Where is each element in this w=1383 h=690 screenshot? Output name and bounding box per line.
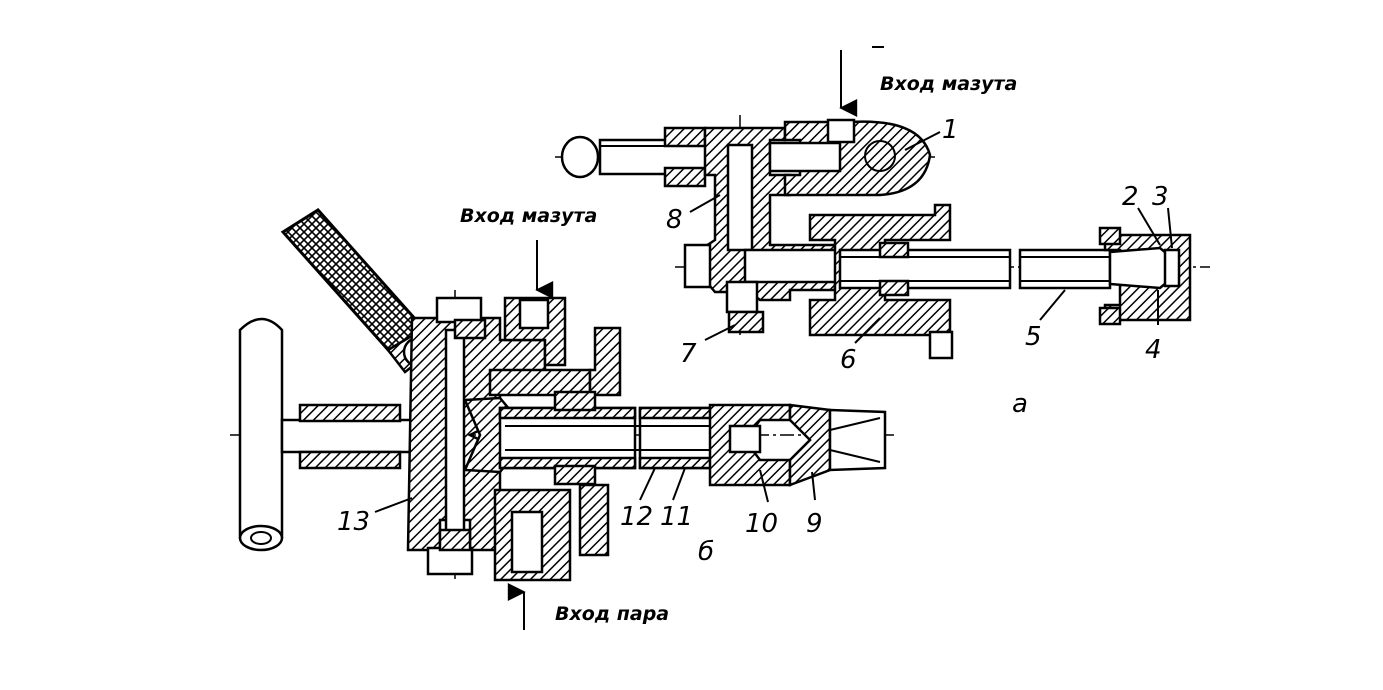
fuel-inlet-head-a — [768, 118, 932, 197]
t-handle-b — [238, 317, 284, 552]
fuel-inlet-label-b: Вход мазута — [460, 205, 597, 227]
part-label-12: 12 — [620, 502, 653, 532]
part-label-9: 9 — [806, 509, 823, 539]
nozzle-cap-a — [1098, 226, 1192, 326]
part-label-1: 1 — [942, 115, 959, 145]
bottom-nut-a — [683, 243, 765, 334]
fuel-inlet-fitting-b — [488, 296, 622, 397]
steam-inlet-fitting-b — [493, 483, 610, 582]
outer-tube-b — [498, 390, 730, 486]
part-label-10: 10 — [745, 509, 778, 539]
part-label-2: 2 — [1122, 182, 1139, 212]
part-label-3: 3 — [1152, 182, 1169, 212]
part-label-13: 13 — [337, 507, 370, 537]
barrel-tube-a — [838, 241, 1112, 297]
nozzle-a — [555, 46, 1210, 360]
part-label-8: 8 — [666, 205, 683, 235]
view-a-label: а — [1012, 389, 1028, 419]
part-label-7: 7 — [680, 339, 697, 369]
part-label-5: 5 — [1025, 322, 1042, 352]
part-label-6: 6 — [840, 345, 857, 375]
view-b-label: б — [698, 537, 714, 567]
part-label-11: 11 — [660, 502, 693, 532]
steam-inlet-label: Вход пара — [555, 603, 669, 625]
fuel-inlet-label-a: Вход мазута — [880, 73, 1017, 95]
nozzle-head-b — [708, 403, 887, 487]
nozzle-b — [230, 208, 895, 630]
part-label-4: 4 — [1145, 335, 1162, 365]
